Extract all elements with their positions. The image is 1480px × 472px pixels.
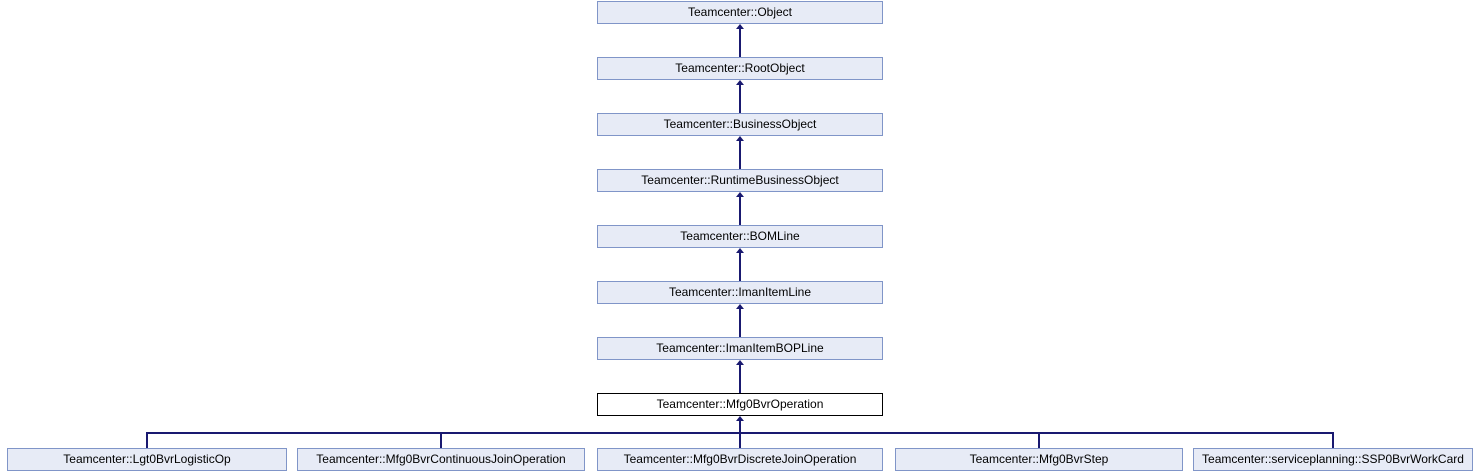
class-node-teamcenter-mfg0bvrcontinuousjoinoperation[interactable]: Teamcenter::Mfg0BvrContinuousJoinOperati… [297,448,585,471]
class-node-teamcenter-object[interactable]: Teamcenter::Object [597,1,883,24]
derived-class-connector [146,432,148,448]
inheritance-arrowhead-icon [736,136,744,141]
inheritance-arrowhead-icon [736,80,744,85]
class-name: Teamcenter::RuntimeBusinessObject [641,173,839,187]
class-node-teamcenter-bomline[interactable]: Teamcenter::BOMLine [597,225,883,248]
class-name: Teamcenter::Lgt0BvrLogisticOp [63,452,231,466]
class-name: Teamcenter::Mfg0BvrOperation [656,397,824,411]
inheritance-arrowhead-icon [736,360,744,365]
inheritance-arrowhead-icon [736,24,744,29]
class-name: Teamcenter::ImanItemLine [668,285,812,299]
class-name: Teamcenter::BOMLine [680,229,800,243]
class-node-teamcenter-runtimebusinessobject[interactable]: Teamcenter::RuntimeBusinessObject [597,169,883,192]
class-name: Teamcenter::RootObject [675,61,805,75]
class-name: Teamcenter::Mfg0BvrContinuousJoinOperati… [316,452,566,466]
inheritance-arrow-shaft [739,365,741,393]
inheritance-arrow-shaft [739,85,741,113]
inheritance-arrow-shaft [739,197,741,225]
class-node-teamcenter-mfg0bvroperation-current: Teamcenter::Mfg0BvrOperation [597,393,883,416]
class-node-teamcenter-mfg0bvrstep[interactable]: Teamcenter::Mfg0BvrStep [895,448,1183,471]
class-node-teamcenter-serviceplanning-ssp0bvrworkcard[interactable]: Teamcenter::serviceplanning::SSP0BvrWork… [1193,448,1473,471]
class-node-teamcenter-imanitembopline[interactable]: Teamcenter::ImanItemBOPLine [597,337,883,360]
inheritance-arrow-shaft [739,253,741,281]
inheritance-arrow-shaft [739,421,741,448]
derived-class-connector [1332,432,1334,448]
class-name: Teamcenter::serviceplanning::SSP0BvrWork… [1202,452,1464,466]
class-name: Teamcenter::Mfg0BvrDiscreteJoinOperation [623,452,857,466]
class-node-teamcenter-businessobject[interactable]: Teamcenter::BusinessObject [597,113,883,136]
inheritance-arrow-shaft [739,29,741,57]
derived-class-connector [1038,432,1040,448]
inheritance-arrowhead-icon [736,248,744,253]
derived-classes-bus-line [146,432,1334,434]
class-node-teamcenter-rootobject[interactable]: Teamcenter::RootObject [597,57,883,80]
class-name: Teamcenter::Object [687,5,793,19]
class-node-teamcenter-mfg0bvrdiscretejoinoperation[interactable]: Teamcenter::Mfg0BvrDiscreteJoinOperation [597,448,883,471]
class-name: Teamcenter::Mfg0BvrStep [969,452,1109,466]
inheritance-arrow-shaft [739,141,741,169]
inheritance-arrow-shaft [739,309,741,337]
inheritance-arrowhead-icon [736,416,744,421]
derived-class-connector [440,432,442,448]
inheritance-arrowhead-icon [736,192,744,197]
inheritance-arrowhead-icon [736,304,744,309]
class-name: Teamcenter::ImanItemBOPLine [656,341,824,355]
class-node-teamcenter-lgt0bvrlogisticop[interactable]: Teamcenter::Lgt0BvrLogisticOp [7,448,287,471]
class-node-teamcenter-imanitemline[interactable]: Teamcenter::ImanItemLine [597,281,883,304]
class-name: Teamcenter::BusinessObject [663,117,817,131]
